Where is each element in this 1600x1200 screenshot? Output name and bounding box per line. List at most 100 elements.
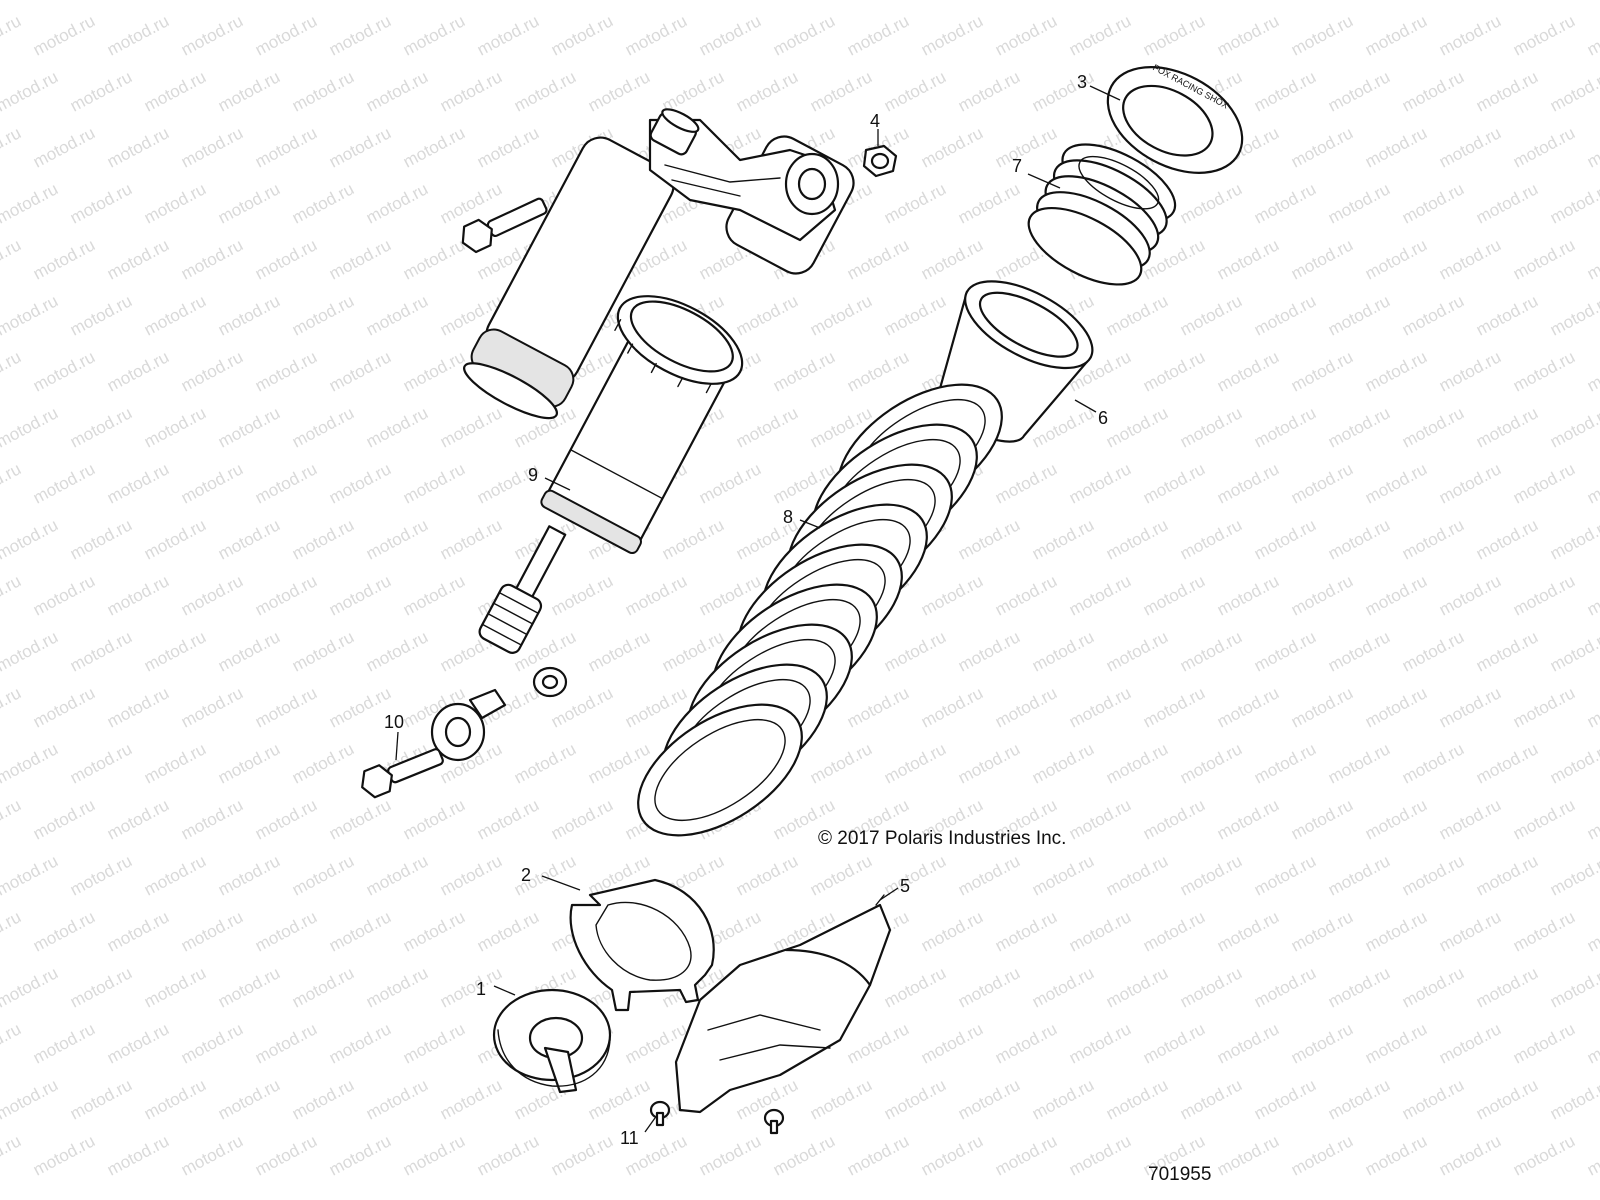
- watermark-text: motod.ru: [548, 1131, 616, 1179]
- watermark-text: motod.ru: [437, 963, 505, 1011]
- watermark-text: motod.ru: [1325, 963, 1393, 1011]
- watermark-text: motod.ru: [1066, 571, 1134, 619]
- watermark-text: motod.ru: [844, 235, 912, 283]
- watermark-text: motod.ru: [1288, 347, 1356, 395]
- watermark-text: motod.ru: [1547, 179, 1600, 227]
- watermark-text: motod.ru: [30, 459, 98, 507]
- watermark-text: motod.ru: [0, 459, 24, 507]
- watermark-text: motod.ru: [178, 235, 246, 283]
- watermark-text: motod.ru: [289, 963, 357, 1011]
- watermark-text: motod.ru: [1251, 291, 1319, 339]
- watermark-text: motod.ru: [67, 291, 135, 339]
- watermark-text: motod.ru: [955, 851, 1023, 899]
- watermark-text: motod.ru: [1029, 627, 1097, 675]
- watermark-text: motod.ru: [1177, 627, 1245, 675]
- watermark-text: motod.ru: [1251, 0, 1319, 4]
- watermark-text: motod.ru: [0, 123, 24, 171]
- watermark-text: motod.ru: [363, 851, 431, 899]
- watermark-text: motod.ru: [141, 0, 209, 4]
- watermark-text: motod.ru: [215, 627, 283, 675]
- watermark-text: motod.ru: [0, 11, 24, 59]
- watermark-text: motod.ru: [1103, 1075, 1171, 1123]
- watermark-text: motod.ru: [215, 851, 283, 899]
- watermark-text: motod.ru: [141, 403, 209, 451]
- watermark-text: motod.ru: [1473, 851, 1541, 899]
- watermark-text: motod.ru: [215, 963, 283, 1011]
- watermark-text: motod.ru: [252, 123, 320, 171]
- watermark-text: motod.ru: [67, 963, 135, 1011]
- watermark-text: motod.ru: [733, 291, 801, 339]
- watermark-text: motod.ru: [1140, 907, 1208, 955]
- watermark-text: motod.ru: [1251, 403, 1319, 451]
- watermark-text: motod.ru: [0, 179, 61, 227]
- watermark-text: motod.ru: [178, 11, 246, 59]
- watermark-text: motod.ru: [992, 907, 1060, 955]
- watermark-text: motod.ru: [1177, 739, 1245, 787]
- watermark-text: motod.ru: [30, 1131, 98, 1179]
- watermark-text: motod.ru: [141, 291, 209, 339]
- callout-9: 9: [528, 465, 538, 485]
- watermark-text: motod.ru: [400, 123, 468, 171]
- watermark-text: motod.ru: [141, 67, 209, 115]
- watermark-text: motod.ru: [1362, 795, 1430, 843]
- watermark-text: motod.ru: [1066, 459, 1134, 507]
- watermark-text: motod.ru: [363, 291, 431, 339]
- watermark-text: motod.ru: [1251, 1075, 1319, 1123]
- watermark-text: motod.ru: [1177, 1075, 1245, 1123]
- watermark-text: motod.ru: [289, 67, 357, 115]
- watermark-text: motod.ru: [30, 907, 98, 955]
- watermark-text: motod.ru: [1325, 1075, 1393, 1123]
- watermark-text: motod.ru: [1288, 123, 1356, 171]
- crossover-spring: [1027, 143, 1177, 286]
- watermark-text: motod.ru: [437, 851, 505, 899]
- watermark-text: motod.ru: [955, 515, 1023, 563]
- watermark-text: motod.ru: [1584, 1131, 1600, 1179]
- watermark-text: motod.ru: [1177, 403, 1245, 451]
- watermark-text: motod.ru: [1547, 963, 1600, 1011]
- watermark-text: motod.ru: [400, 347, 468, 395]
- watermark-text: motod.ru: [1251, 739, 1319, 787]
- watermark-text: motod.ru: [0, 795, 24, 843]
- watermark-text: motod.ru: [1399, 0, 1467, 4]
- watermark-text: motod.ru: [326, 571, 394, 619]
- watermark-text: motod.ru: [67, 179, 135, 227]
- watermark-text: motod.ru: [1362, 347, 1430, 395]
- watermark-text: motod.ru: [881, 0, 949, 4]
- watermark-text: motod.ru: [1399, 403, 1467, 451]
- watermark-text: motod.ru: [1214, 235, 1282, 283]
- watermark-text: motod.ru: [1399, 291, 1467, 339]
- watermark-text: motod.ru: [1510, 459, 1578, 507]
- watermark-text: motod.ru: [1325, 0, 1393, 4]
- watermark-text: motod.ru: [1436, 235, 1504, 283]
- watermark-text: motod.ru: [696, 459, 764, 507]
- watermark-text: motod.ru: [252, 683, 320, 731]
- watermark-text: motod.ru: [104, 347, 172, 395]
- watermark-text: motod.ru: [1214, 1131, 1282, 1179]
- watermark-text: motod.ru: [1362, 683, 1430, 731]
- watermark-text: motod.ru: [67, 851, 135, 899]
- watermark-text: motod.ru: [326, 235, 394, 283]
- watermark-text: motod.ru: [252, 1131, 320, 1179]
- watermark-text: motod.ru: [252, 11, 320, 59]
- watermark-text: motod.ru: [918, 235, 986, 283]
- watermark-text: motod.ru: [363, 0, 431, 4]
- watermark-text: motod.ru: [1584, 571, 1600, 619]
- watermark-text: motod.ru: [1288, 235, 1356, 283]
- watermark-text: motod.ru: [104, 1019, 172, 1067]
- watermark-text: motod.ru: [1584, 459, 1600, 507]
- watermark-text: motod.ru: [1584, 795, 1600, 843]
- watermark-text: motod.ru: [215, 515, 283, 563]
- watermark-text: motod.ru: [326, 11, 394, 59]
- watermark-text: motod.ru: [0, 347, 24, 395]
- watermark-text: motod.ru: [141, 851, 209, 899]
- watermark-text: motod.ru: [696, 1131, 764, 1179]
- watermark-text: motod.ru: [1066, 795, 1134, 843]
- watermark-text: motod.ru: [363, 1075, 431, 1123]
- watermark-text: motod.ru: [1399, 1075, 1467, 1123]
- upper-bolt: [461, 197, 548, 254]
- watermark-text: motod.ru: [1325, 179, 1393, 227]
- watermark-text: motod.ru: [1288, 1019, 1356, 1067]
- watermark-text: motod.ru: [1510, 1019, 1578, 1067]
- watermark-text: motod.ru: [0, 235, 24, 283]
- watermark-text: motod.ru: [992, 683, 1060, 731]
